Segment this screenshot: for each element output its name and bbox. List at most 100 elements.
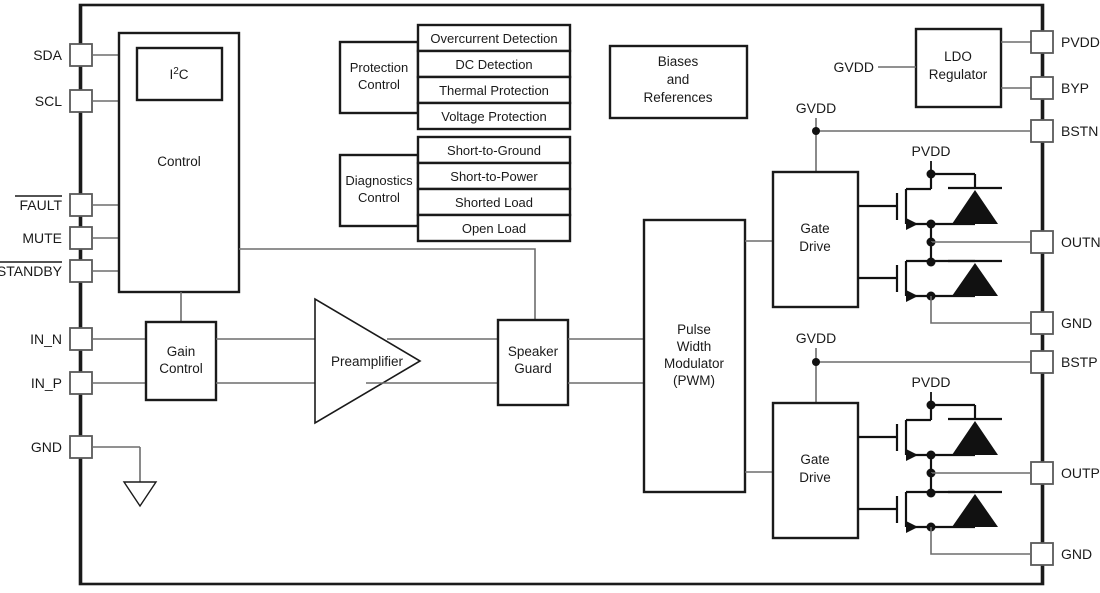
biases-references-block[interactable]	[608, 44, 749, 120]
pin-label-fault: FAULT	[19, 197, 62, 213]
pin-label-scl: SCL	[35, 93, 62, 109]
pin-label-bstn: BSTN	[1061, 123, 1098, 139]
pin-box-standby	[69, 259, 93, 283]
pin-box-byp	[1030, 76, 1054, 100]
pin-bstp[interactable]: BSTP	[1030, 350, 1098, 374]
gate-drive-top-line2: Drive	[799, 239, 831, 254]
pin-standby[interactable]: STANDBY	[0, 259, 119, 283]
mosfet-ln-arrow-icon	[906, 290, 918, 302]
pin-bstn[interactable]: BSTN	[1030, 119, 1098, 143]
speaker-guard-label2: Guard	[514, 361, 552, 376]
ldo-regulator-block[interactable]	[914, 27, 1003, 109]
pin-mute[interactable]: MUTE	[22, 226, 119, 250]
pin-box-sda	[69, 43, 93, 67]
protection-item-label-3: Voltage Protection	[441, 109, 547, 124]
pin-label-in-p: IN_P	[31, 375, 62, 391]
diagnostics-control-label1: Diagnostics	[345, 173, 413, 188]
gate-drive-top-block[interactable]	[771, 170, 860, 309]
protection-item-label-2: Thermal Protection	[439, 83, 549, 98]
pwm-line4: (PWM)	[673, 373, 715, 388]
pin-gnd-n[interactable]: GND	[1030, 311, 1092, 335]
pin-outn[interactable]: OUTN	[1030, 230, 1100, 254]
diagnostics-control-line1: Diagnostics	[345, 173, 413, 188]
biases-label3: References	[643, 90, 712, 105]
pin-gnd-p[interactable]: GND	[1030, 542, 1092, 566]
pin-box-outp	[1030, 461, 1054, 485]
biases-line2: and	[667, 72, 690, 87]
pin-pvdd[interactable]: PVDD	[1030, 30, 1100, 54]
diagnostics-item-label-1: Short-to-Power	[450, 169, 538, 184]
gate-drive-top-label1: Gate	[800, 221, 829, 236]
pwm-line3: Modulator	[664, 356, 725, 371]
pin-box-bstp	[1030, 350, 1054, 374]
gain-control-line1: Gain	[167, 344, 196, 359]
pin-label-mute: MUTE	[22, 230, 62, 246]
pin-in-n[interactable]: IN_N	[30, 327, 146, 351]
pin-outp[interactable]: OUTP	[1030, 461, 1100, 485]
speaker-guard-block[interactable]	[496, 318, 570, 407]
junction-gvdd-top	[812, 127, 820, 135]
mosfet-hn-arrow-icon	[906, 218, 918, 230]
diagnostics-item-1[interactable]	[416, 161, 572, 191]
junction-hn-source	[926, 219, 936, 229]
pin-label-in-n: IN_N	[30, 331, 62, 347]
pin-box-in-p	[69, 371, 93, 395]
pwm-line2: Width	[677, 339, 712, 354]
diagnostics-item-label-2: Shorted Load	[455, 195, 533, 210]
pin-byp[interactable]: BYP	[1030, 76, 1089, 100]
gvdd-ldo-label: GVDD	[834, 59, 874, 75]
gate-drive-top-label2: Drive	[799, 239, 831, 254]
mosfet-low-side-outp	[858, 473, 1002, 533]
pin-label-pvdd: PVDD	[1061, 34, 1100, 50]
pin-label-outn: OUTN	[1061, 234, 1100, 250]
i2c-block[interactable]	[135, 46, 224, 102]
preamplifier-block[interactable]	[314, 297, 422, 425]
gvdd-bottom-label: GVDD	[796, 330, 836, 346]
wire-control-to-speaker-guard	[239, 248, 536, 320]
gate-drive-bottom-line1: Gate	[800, 452, 829, 467]
pin-box-fault	[69, 193, 93, 217]
diagnostics-control-label2: Control	[358, 190, 400, 205]
ldo-label1: LDO	[944, 49, 972, 64]
diagnostics-control-block[interactable]	[338, 153, 420, 228]
gain-control-block[interactable]	[144, 320, 218, 402]
protection-control-block[interactable]	[338, 40, 420, 115]
pin-sda[interactable]: SDA	[33, 43, 119, 67]
ldo-label2: Regulator	[929, 67, 988, 82]
biases-line3: References	[643, 90, 712, 105]
protection-control-label2: Control	[358, 77, 400, 92]
gate-drive-bottom-block[interactable]	[771, 401, 860, 540]
gain-control-label2: Control	[159, 361, 203, 376]
pin-box-in-n	[69, 327, 93, 351]
gvdd-top-label: GVDD	[796, 100, 836, 116]
pin-label-bstp: BSTP	[1061, 354, 1098, 370]
biases-label2: and	[667, 72, 690, 87]
pvdd-top-label: PVDD	[912, 143, 951, 159]
pin-gnd-left[interactable]: GND	[31, 435, 158, 508]
i2c-label-sup: 2	[173, 66, 179, 77]
speaker-guard-label1: Speaker	[508, 344, 559, 359]
diagnostics-item-2[interactable]	[416, 187, 572, 217]
preamplifier-label: Preamplifier	[331, 354, 404, 369]
mosfet-lp-arrow-icon	[906, 521, 918, 533]
ldo-line1: LDO	[944, 49, 972, 64]
protection-item-3[interactable]	[416, 101, 572, 131]
pin-box-scl	[69, 89, 93, 113]
pin-label-sda: SDA	[33, 47, 62, 63]
pin-scl[interactable]: SCL	[35, 89, 119, 113]
junction-gvdd-bottom	[812, 358, 820, 366]
diagnostics-item-3[interactable]	[416, 213, 572, 243]
protection-control-label1: Protection	[350, 60, 409, 75]
pin-label-standby: STANDBY	[0, 263, 63, 279]
pin-in-p[interactable]: IN_P	[31, 371, 146, 395]
pin-box-outn	[1030, 230, 1054, 254]
pin-box-gnd-n	[1030, 311, 1054, 335]
pin-box-pvdd	[1030, 30, 1054, 54]
diode-hn-triangle-icon	[952, 190, 998, 224]
diode-hp-triangle-icon	[952, 421, 998, 455]
pwm-block[interactable]	[642, 218, 747, 494]
mosfet-high-side-outp	[858, 403, 1002, 473]
ground-symbol-icon	[122, 481, 158, 508]
pin-fault[interactable]: FAULT	[15, 193, 119, 217]
protection-control-line1: Protection	[350, 60, 409, 75]
